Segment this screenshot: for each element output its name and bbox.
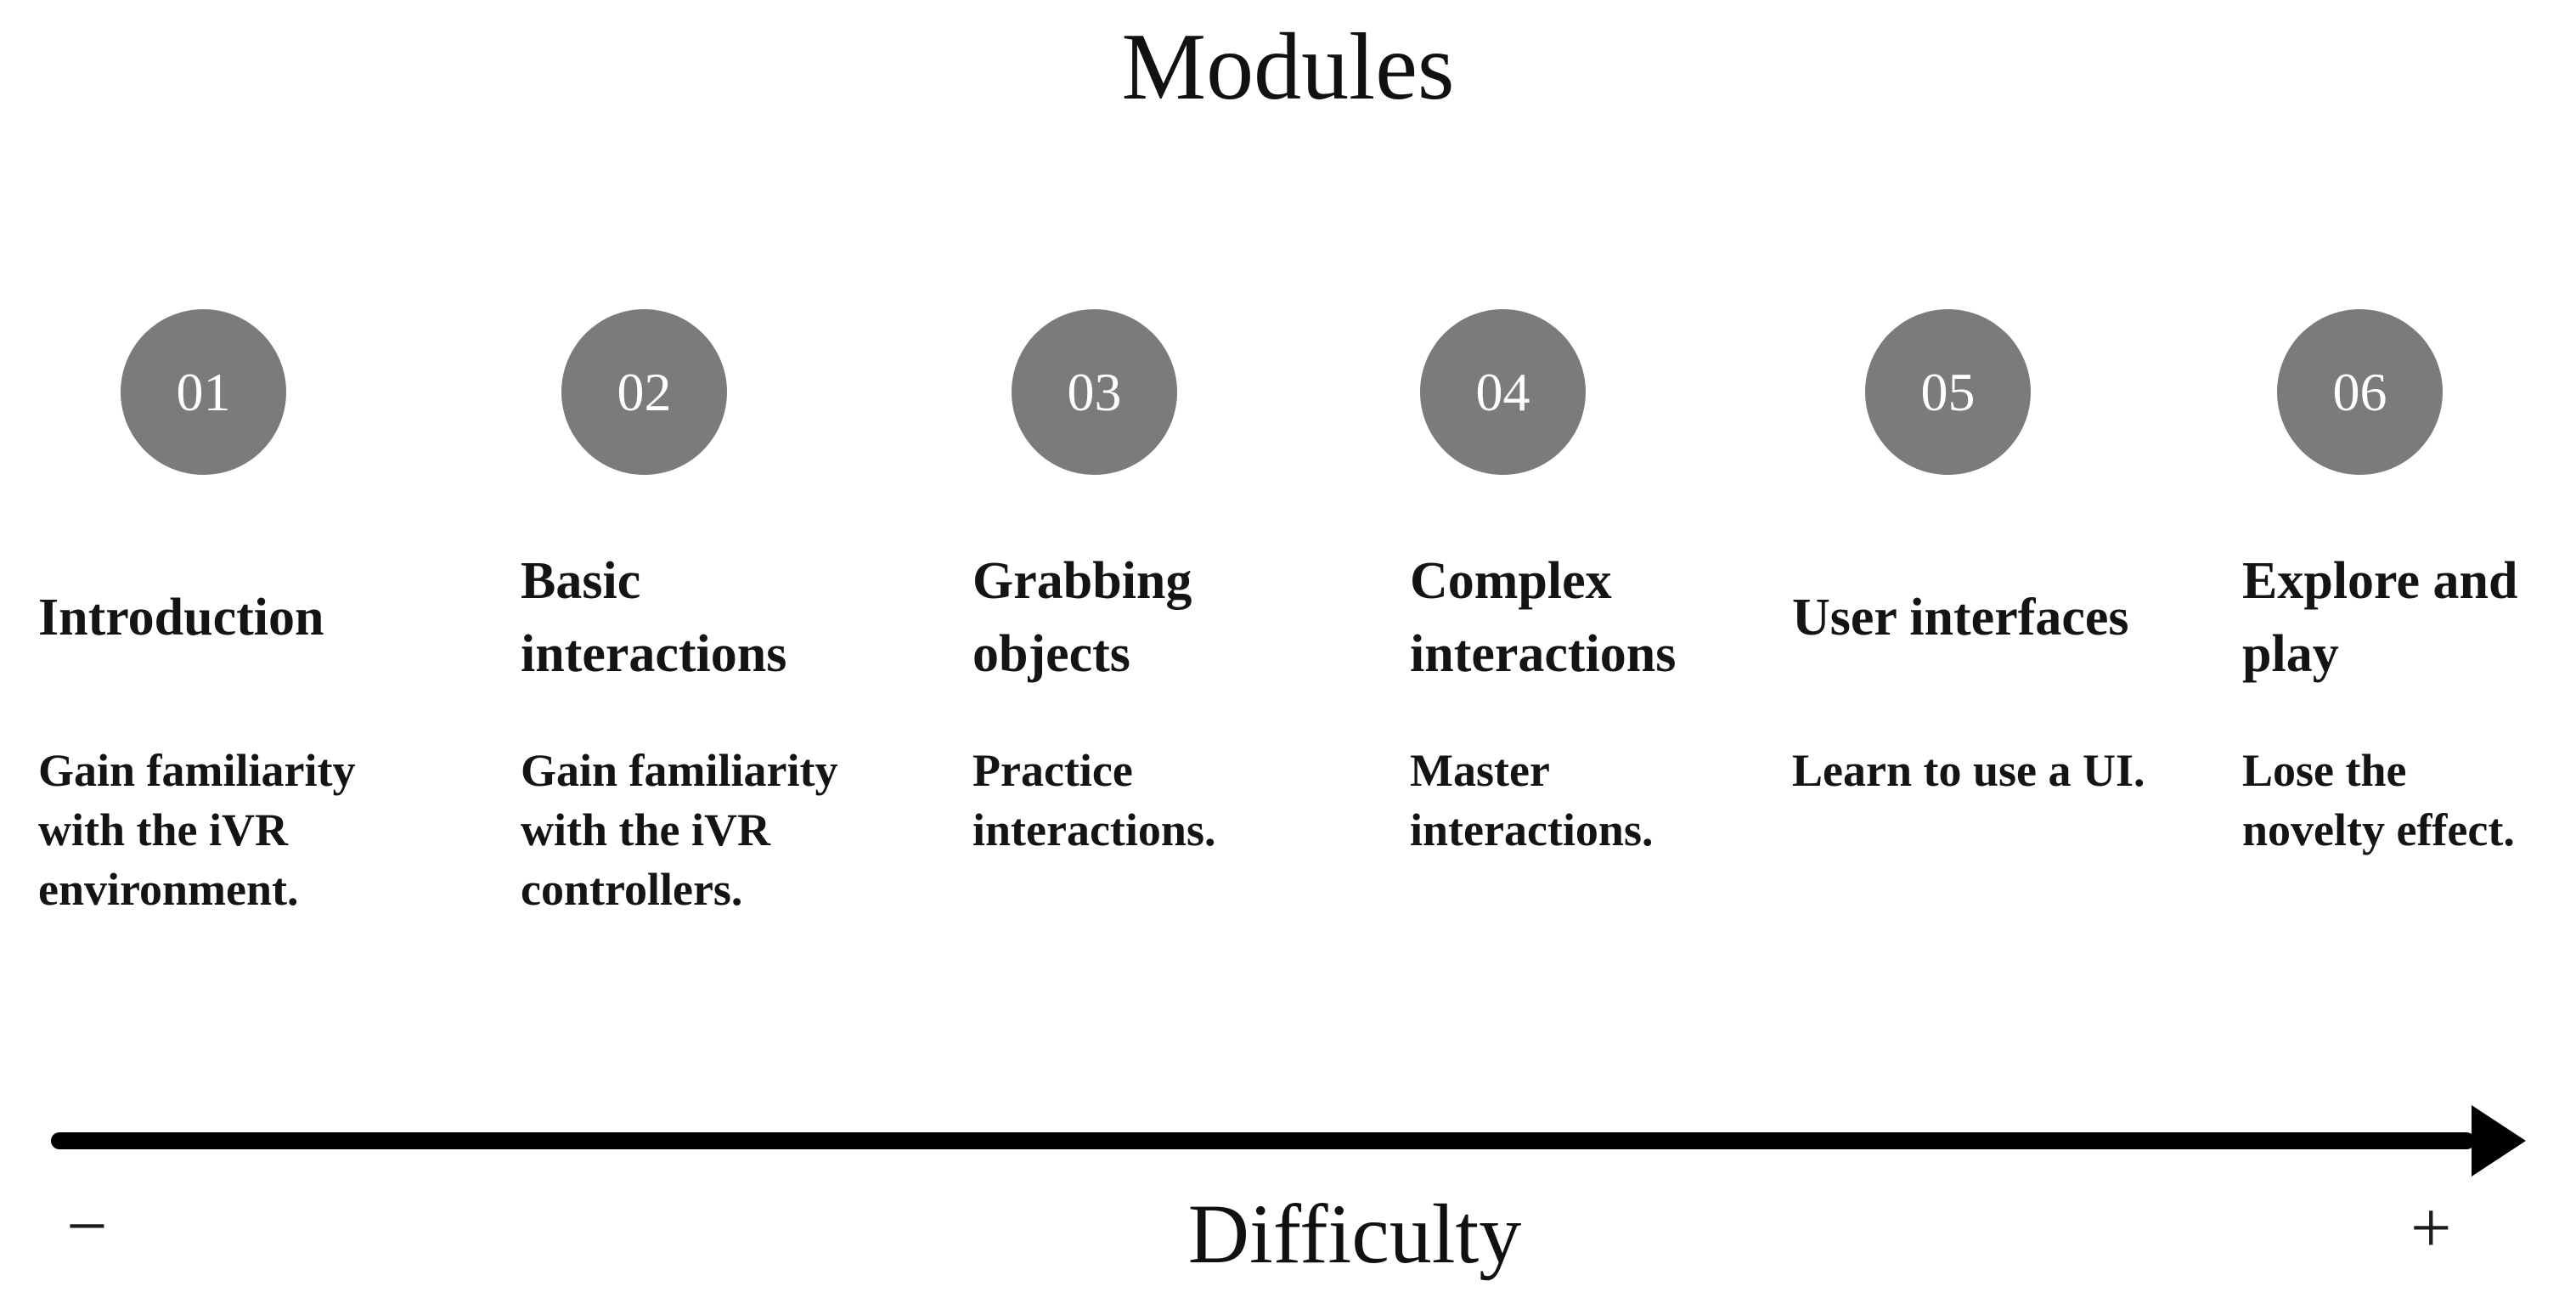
module-6-description: Lose the novelty effect. — [2242, 745, 2515, 855]
module-5-circle: 05 — [1865, 309, 2031, 475]
module-6-circle: 06 — [2277, 309, 2443, 475]
module-4-title: Complex interactions — [1410, 540, 1775, 695]
module-1-circle: 01 — [121, 309, 286, 475]
module-2-number: 02 — [617, 361, 672, 422]
difficulty-axis-label: Difficulty — [1187, 1187, 1522, 1281]
module-3-title-text: Grabbing objects — [972, 552, 1192, 683]
module-3-circle: 03 — [1012, 309, 1177, 475]
module-2-circle: 02 — [561, 309, 727, 475]
module-2-title: Basic interactions — [521, 540, 903, 695]
difficulty-max-symbol: + — [2410, 1187, 2452, 1268]
module-6-title: Explore and play — [2242, 540, 2535, 695]
difficulty-axis-line — [51, 1132, 2475, 1149]
page-title: Modules — [1121, 14, 1455, 120]
module-3-number: 03 — [1067, 361, 1122, 422]
difficulty-min-symbol: − — [66, 1185, 108, 1267]
module-3-title: Grabbing objects — [972, 540, 1346, 695]
module-5-number: 05 — [1920, 361, 1976, 422]
module-1-title: Introduction — [38, 540, 420, 695]
module-2-title-text: Basic interactions — [521, 552, 787, 683]
module-4-title-text: Complex interactions — [1410, 552, 1677, 683]
module-5-description: Learn to use a UI. — [1792, 745, 2145, 796]
module-3-description: Practice interactions. — [972, 745, 1216, 855]
module-5-title-text: User interfaces — [1792, 589, 2129, 646]
module-4-number: 04 — [1475, 361, 1530, 422]
module-4-circle: 04 — [1420, 309, 1586, 475]
module-5-title: User interfaces — [1792, 540, 2217, 695]
module-6-title-text: Explore and play — [2242, 552, 2518, 683]
module-1-title-text: Introduction — [38, 589, 324, 646]
module-1-number: 01 — [176, 361, 231, 422]
module-4-description: Master interactions. — [1410, 745, 1654, 855]
module-1-description: Gain familiarity with the iVR environmen… — [38, 745, 356, 915]
difficulty-axis-arrowhead-icon — [2472, 1105, 2526, 1176]
module-2-description: Gain familiarity with the iVR controller… — [521, 745, 838, 915]
module-6-number: 06 — [2332, 361, 2387, 422]
